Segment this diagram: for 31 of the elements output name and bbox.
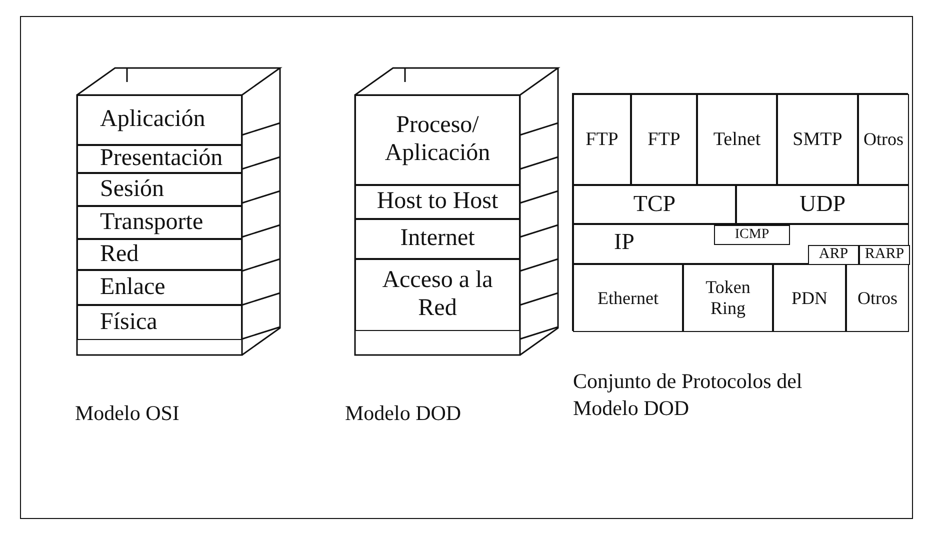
layer-stack-box (77, 68, 282, 358)
layer-box: SMTP (777, 94, 858, 185)
layer-stack-box (355, 68, 560, 358)
layer-box: Presentación (77, 145, 242, 173)
layer-box: Otros (846, 264, 909, 332)
layer-box: Red (77, 239, 242, 270)
layer-box: UDP (736, 185, 909, 224)
layer-box: Transporte (77, 206, 242, 239)
layer-box: Aplicación (77, 95, 242, 145)
protocol-tag: RARP (859, 245, 910, 265)
layer-box: Ethernet (573, 264, 683, 332)
protocol-suite-box (572, 93, 908, 331)
layer-box: Física (77, 305, 242, 340)
layer-box: Host to Host (355, 185, 520, 219)
protocol-tag: ICMP (714, 225, 790, 245)
layer-box: Internet (355, 219, 520, 259)
layer-box: Acceso a la Red (355, 259, 520, 331)
layer-box: Proceso/ Aplicación (355, 95, 520, 185)
layer-box: FTP (573, 94, 631, 185)
layer-box: Otros (858, 94, 909, 185)
layer-box: Sesión (77, 173, 242, 206)
layer-box: TCP (573, 185, 736, 224)
layer-box: Enlace (77, 270, 242, 305)
layer-box: PDN (773, 264, 846, 332)
layer-box: IP ICMP ARP RARP (573, 224, 909, 264)
layer-box: FTP (631, 94, 697, 185)
protocol-tag: ARP (808, 245, 859, 265)
stack-caption: Conjunto de Protocolos del Modelo DOD (573, 368, 804, 422)
layer-box: Token Ring (683, 264, 773, 332)
stack-caption: Modelo OSI (75, 400, 180, 427)
layer-box: Telnet (697, 94, 777, 185)
